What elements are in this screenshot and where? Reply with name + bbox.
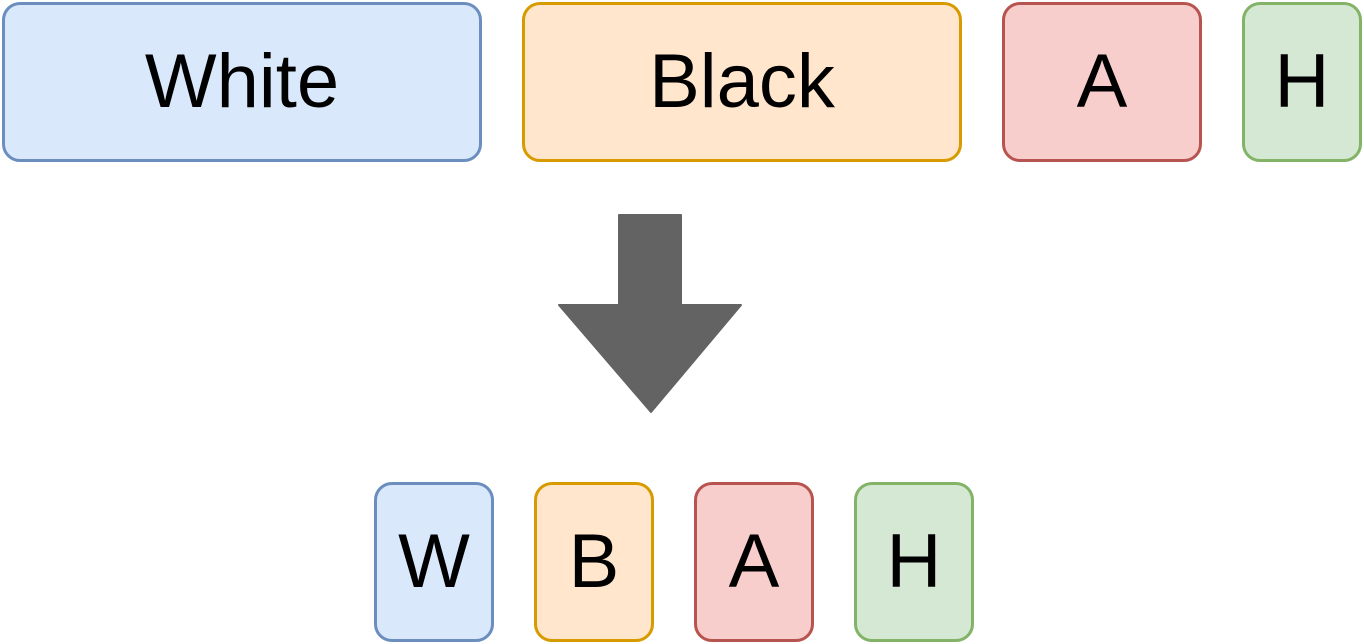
h-box-top: H: [1242, 2, 1362, 162]
a-label-top: A: [1076, 39, 1128, 124]
black-label: Black: [649, 39, 835, 124]
w-box: W: [374, 482, 494, 642]
w-label: W: [398, 519, 470, 604]
h-label-top: H: [1274, 39, 1330, 124]
h-label-bottom: H: [886, 519, 942, 604]
white-label: White: [144, 39, 340, 124]
white-box: White: [2, 2, 482, 162]
a-box-bottom: A: [694, 482, 814, 642]
b-label: B: [568, 519, 620, 604]
a-box-top: A: [1002, 2, 1202, 162]
b-box: B: [534, 482, 654, 642]
down-arrow-shape: [558, 214, 742, 413]
h-box-bottom: H: [854, 482, 974, 642]
black-box: Black: [522, 2, 962, 162]
a-label-bottom: A: [728, 519, 780, 604]
